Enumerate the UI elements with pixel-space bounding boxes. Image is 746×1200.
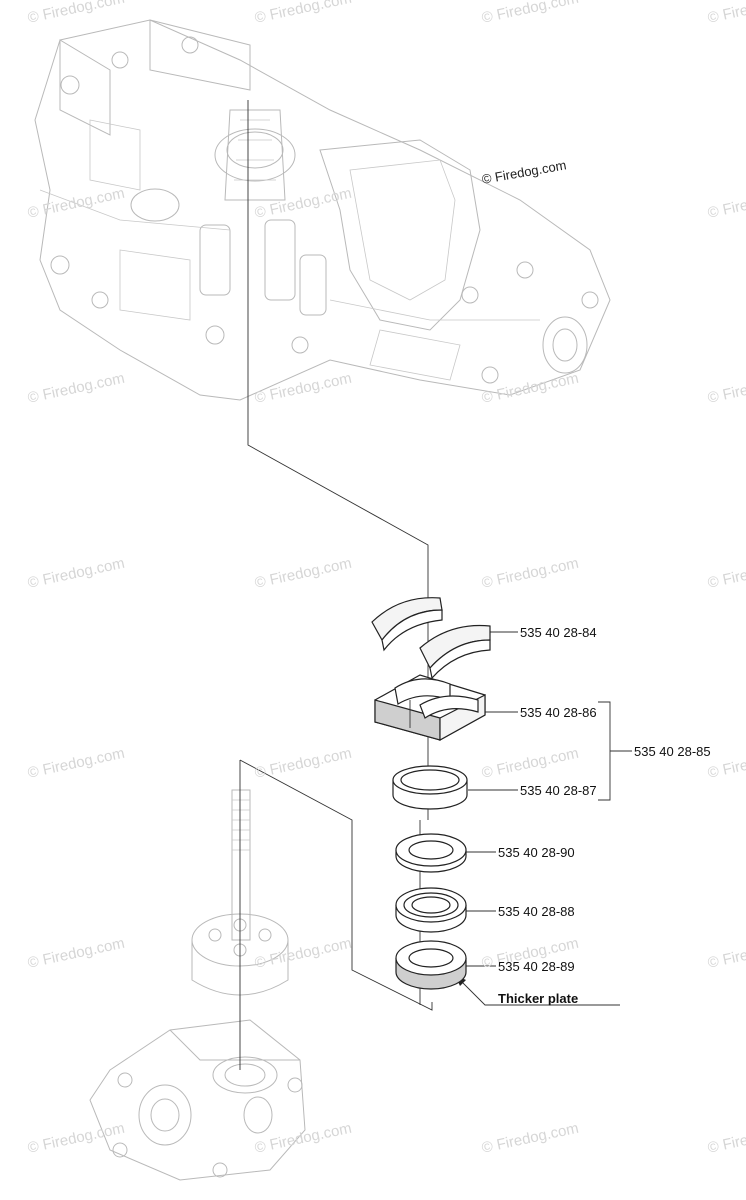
bearing-shells-84 xyxy=(371,597,491,680)
bearing-block-86 xyxy=(374,674,486,742)
part-label-84: 535 40 28-84 xyxy=(520,625,597,640)
upper-housing-illustration xyxy=(34,19,611,401)
lower-pump-illustration xyxy=(89,789,306,1181)
part-label-89: 535 40 28-89 xyxy=(498,959,575,974)
part-label-86: 535 40 28-86 xyxy=(520,705,597,720)
thicker-plate-note: Thicker plate xyxy=(498,991,579,1006)
part-label-88: 535 40 28-88 xyxy=(498,904,575,919)
bearing-88 xyxy=(395,887,467,933)
part-label-85: 535 40 28-85 xyxy=(634,744,711,759)
washer-90 xyxy=(395,833,467,873)
thick-plate-89 xyxy=(395,940,467,990)
part-label-90: 535 40 28-90 xyxy=(498,845,575,860)
sleeve-ring-87 xyxy=(392,765,468,810)
part-label-87: 535 40 28-87 xyxy=(520,783,597,798)
